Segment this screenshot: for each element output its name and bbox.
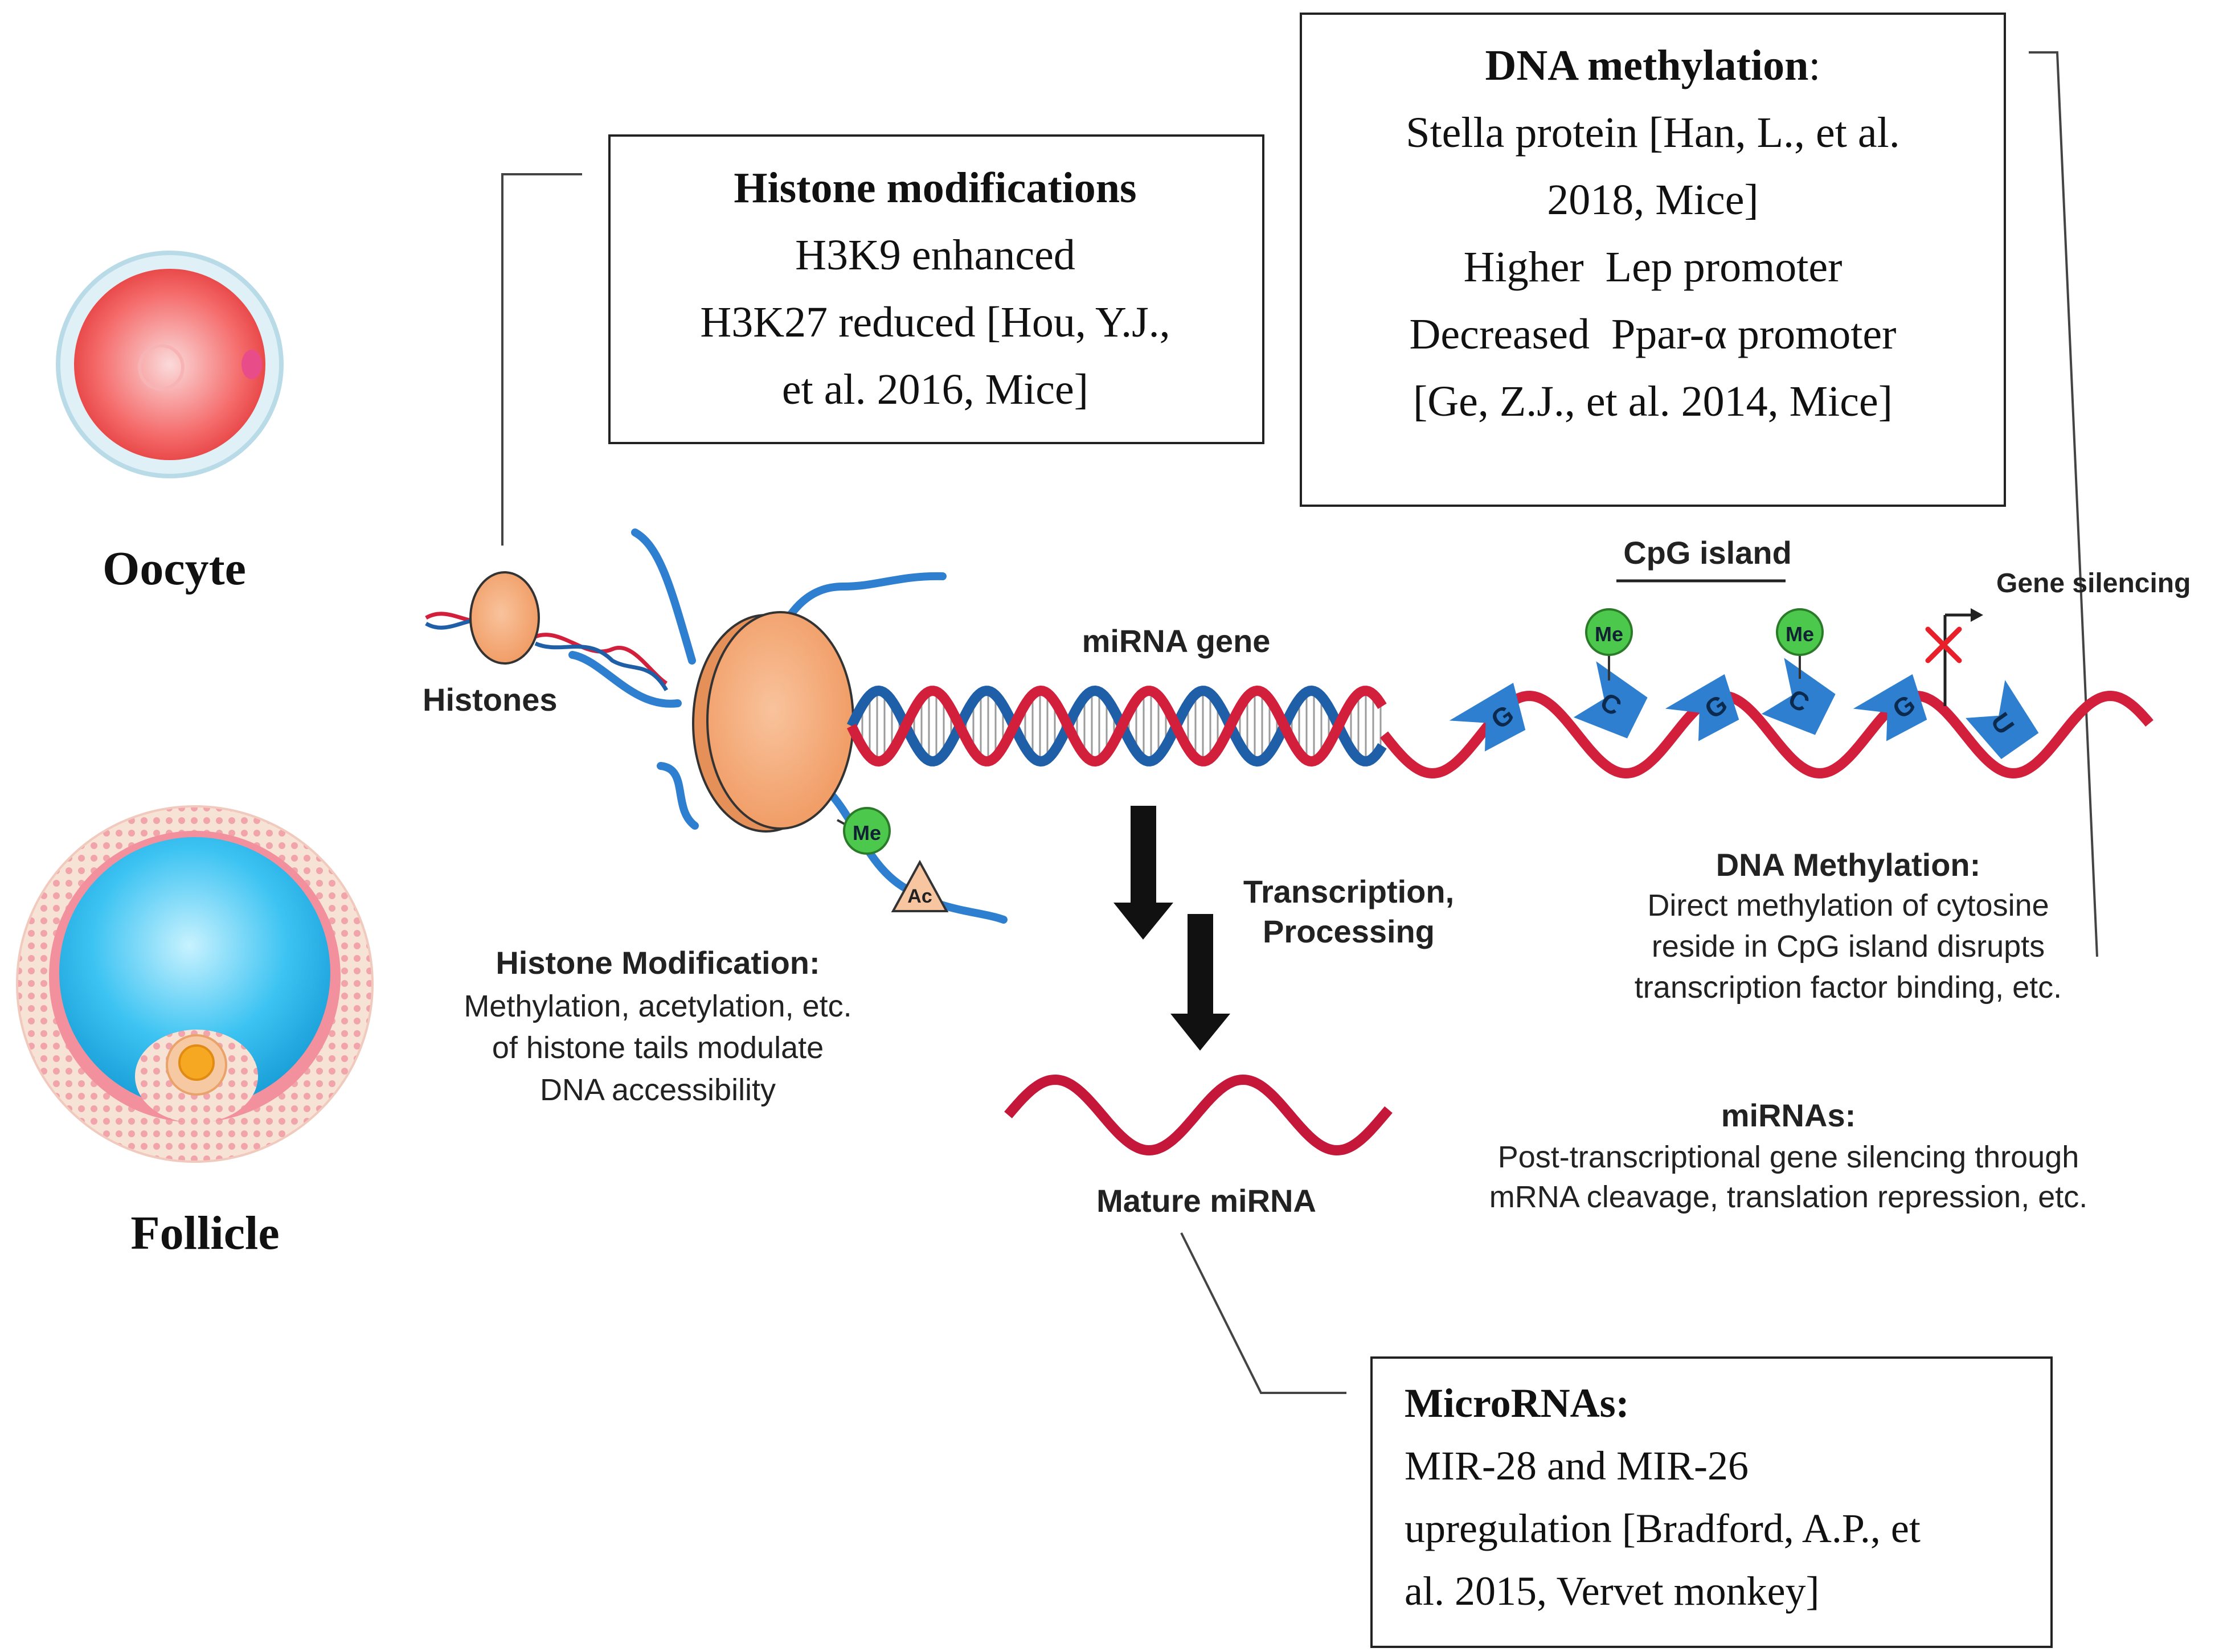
dna-box-line-1: Stella protein [Han, L., et al. <box>1406 109 1899 157</box>
me-marker-1 <box>1585 608 1633 656</box>
dna-methylation-description: DNA Methylation: Direct methylation of c… <box>1635 847 2062 1005</box>
svg-text:DNA accessibility: DNA accessibility <box>540 1073 776 1107</box>
cpg-bases: G C G C G U <box>1449 658 2039 759</box>
ac-label: Ac <box>907 886 932 907</box>
svg-text:Histone Modification:: Histone Modification: <box>496 945 820 981</box>
dna-box-title: DNA methylation: <box>1485 42 1820 89</box>
micrornas-box: MicroRNAs: MIR-28 and MIR-26 upregulatio… <box>1370 1356 2053 1648</box>
micrornas-box-line-1: MIR-28 and MIR-26 <box>1405 1443 1749 1489</box>
histone-box-title: Histone modifications <box>734 164 1136 212</box>
histone-box-line-3: et al. 2016, Mice] <box>782 366 1088 413</box>
connector-lines <box>501 51 2098 1394</box>
cpg-island-label: CpG island <box>1623 535 1792 571</box>
micrornas-connector <box>1180 1232 1346 1394</box>
mature-mirna-strand <box>1004 1074 1393 1156</box>
follicle-illustration <box>16 805 374 1163</box>
transcription-start-arrow <box>1943 608 1983 706</box>
base-g-1: G <box>1449 683 1526 752</box>
dna-box-line-4: Decreased Ppar-α promoter <box>1410 310 1897 358</box>
me-label-histone: Me <box>853 821 881 845</box>
mirna-gene-label: miRNA gene <box>1082 623 1271 659</box>
svg-text:Direct methylation of cytosine: Direct methylation of cytosine <box>1647 888 2049 923</box>
histone-modifications-box: Histone modifications H3K9 enhanced H3K2… <box>608 134 1264 444</box>
mirnas-description: miRNAs: Post-transcriptional gene silenc… <box>1489 1097 2088 1214</box>
me-marker-2 <box>1776 608 1824 656</box>
nucleosome <box>692 611 854 833</box>
down-arrow-2 <box>1170 914 1230 1051</box>
small-histone <box>469 571 540 665</box>
transcription-label-2: Processing <box>1263 913 1435 949</box>
blocked-cross-icon <box>1925 626 1962 663</box>
oocyte-illustration <box>56 251 284 478</box>
svg-text:Methylation, acetylation, etc.: Methylation, acetylation, etc. <box>464 989 851 1023</box>
gene-silencing-label: Gene silencing <box>1996 568 2191 599</box>
svg-text:Me: Me <box>1786 622 1814 646</box>
base-g-2: G <box>1665 674 1739 741</box>
ac-histone-marker: Ac <box>891 859 949 912</box>
histones-label: Histones <box>423 682 558 718</box>
svg-text:transcription factor binding,: transcription factor binding, etc. <box>1635 970 2062 1005</box>
histone-modification-description: Histone Modification: Methylation, acety… <box>464 945 851 1107</box>
histone-box-line-2: H3K27 reduced [Hou, Y.J., <box>700 298 1170 346</box>
svg-text:miRNAs:: miRNAs: <box>1721 1097 1856 1133</box>
transcription-label-1: Transcription, <box>1243 874 1454 909</box>
mature-mirna-label: Mature miRNA <box>1096 1183 1316 1219</box>
svg-text:Post-transcriptional gene sile: Post-transcriptional gene silencing thro… <box>1498 1140 2079 1174</box>
svg-text:mRNA cleavage, translation rep: mRNA cleavage, translation repression, e… <box>1489 1180 2088 1214</box>
dna-box-line-3: Higher Lep promoter <box>1464 243 1843 291</box>
follicle-label: Follicle <box>130 1207 279 1260</box>
micrornas-box-line-2: upregulation [Bradford, A.P., et <box>1405 1506 1921 1551</box>
transcription-arrows <box>1113 806 1230 1051</box>
dna-box-line-5: [Ge, Z.J., et al. 2014, Mice] <box>1413 378 1893 425</box>
methyl-groups: Me Me <box>1585 608 1824 681</box>
mirna-gene-helix <box>846 685 1387 767</box>
svg-text:of histone tails modulate: of histone tails modulate <box>492 1031 824 1065</box>
down-arrow-1 <box>1113 806 1173 940</box>
small-histone-strand <box>425 612 669 691</box>
me-histone-marker: Me <box>837 807 891 855</box>
micrornas-box-title: MicroRNAs: <box>1405 1380 1629 1426</box>
base-c-2: C <box>1761 658 1836 735</box>
histone-box-line-1: H3K9 enhanced <box>795 231 1075 279</box>
svg-text:DNA Methylation:: DNA Methylation: <box>1716 847 1981 883</box>
dna-methylation-connector <box>2029 51 2098 957</box>
svg-text:Me: Me <box>1595 622 1623 646</box>
dna-methylation-box: DNA methylation: Stella protein [Han, L.… <box>1300 13 2006 507</box>
histone-connector <box>501 173 582 546</box>
oocyte-label: Oocyte <box>103 542 246 595</box>
base-g-3: G <box>1853 674 1927 741</box>
dna-box-line-2: 2018, Mice] <box>1547 176 1758 224</box>
svg-text:reside in CpG island disrupts: reside in CpG island disrupts <box>1652 929 2045 964</box>
micrornas-box-line-3: al. 2015, Vervet monkey] <box>1405 1568 1820 1614</box>
